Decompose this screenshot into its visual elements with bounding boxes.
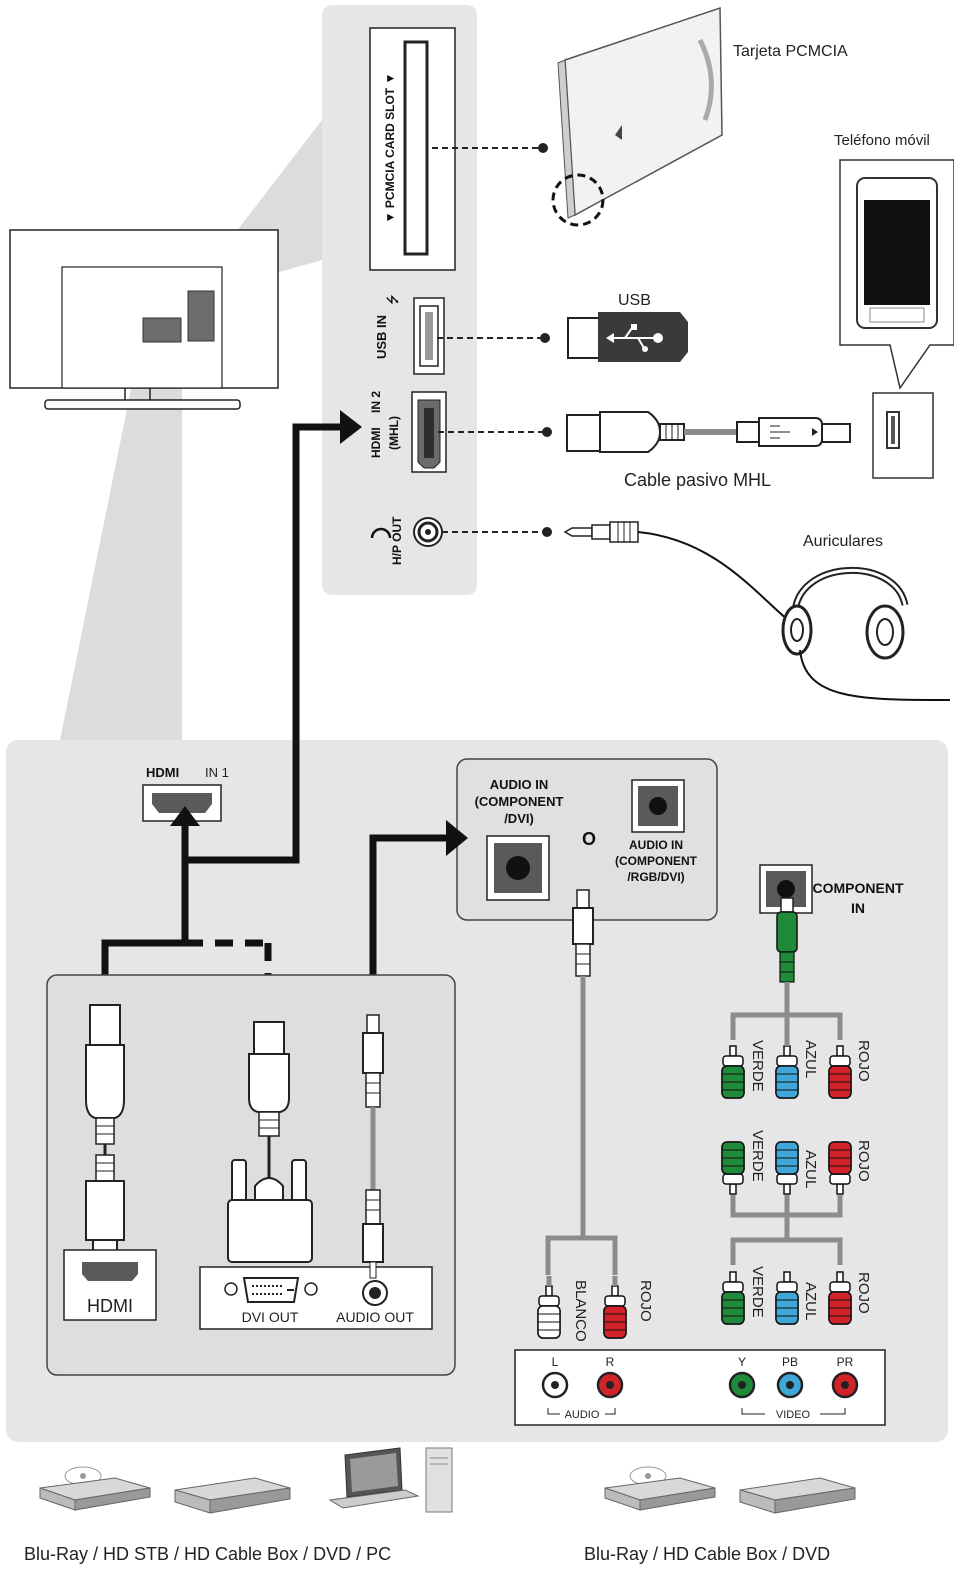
- mhl-cable-label: Cable pasivo MHL: [624, 470, 771, 490]
- hdmi-logo-2: HDMI: [369, 427, 383, 458]
- verde-label-3: VERDE: [749, 1266, 766, 1318]
- rojo-label-2: ROJO: [855, 1140, 872, 1182]
- pcmcia-card: [551, 6, 723, 227]
- dvi-audio-out-plate: DVI OUT AUDIO OUT: [199, 1266, 433, 1330]
- headphone-out-port: H/P OUT: [370, 516, 443, 565]
- video-group-label: VIDEO: [776, 1409, 811, 1421]
- hdmi-cable-plugs: [85, 1004, 125, 1263]
- mhl-label: (MHL): [387, 416, 401, 450]
- blanco-label: BLANCO: [572, 1280, 589, 1342]
- azul-label-1: AZUL: [802, 1040, 819, 1078]
- component-plugs-row1: [721, 1015, 852, 1099]
- white-rca-plug: [537, 1276, 561, 1339]
- port-L-label: L: [552, 1355, 559, 1369]
- set-top-box-icon-2: [739, 1477, 856, 1514]
- pcmcia-slot: ▼ PCMCIA CARD SLOT ▼: [369, 27, 456, 271]
- usb-in-port: USB IN ⭍: [374, 294, 445, 375]
- headphones: [781, 566, 951, 701]
- pcmcia-card-label: Tarjeta PCMCIA: [733, 43, 848, 60]
- phone-micro-usb-port: [872, 392, 934, 479]
- port-Y-label: Y: [738, 1355, 746, 1369]
- audio-in-dvi-label-3: /DVI): [504, 811, 534, 826]
- component-in-cable: [730, 897, 843, 1040]
- usb-drive: [567, 312, 688, 362]
- tv-rear-illustration: [9, 229, 279, 410]
- audio-cable-source: [362, 1014, 384, 1279]
- hdmi-out-port: HDMI: [63, 1249, 157, 1321]
- usb-in-label: USB IN: [374, 315, 389, 359]
- audio-in-dvi-label-2: (COMPONENT: [475, 794, 564, 809]
- component-in-label-1: COMPONENT: [813, 880, 904, 896]
- hdmi-in1-label: IN 1: [205, 765, 229, 780]
- red-rca-plug-audio: [603, 1276, 627, 1339]
- pcmcia-slot-label: ▼ PCMCIA CARD SLOT ▼: [383, 73, 397, 224]
- rojo-label-3: ROJO: [855, 1272, 872, 1314]
- hdmi-dvi-cable: [227, 1021, 313, 1263]
- usb-symbol-icon: ⭍: [385, 294, 400, 305]
- audio-out-label: AUDIO OUT: [336, 1309, 414, 1325]
- hdmi-logo-1: HDMI: [146, 765, 179, 780]
- azul-label-3: AZUL: [802, 1282, 819, 1320]
- set-top-box-icon-1: [174, 1477, 291, 1514]
- audio-in-rgb-label-3: /RGB/DVI): [627, 870, 684, 884]
- dvi-out-label: DVI OUT: [242, 1309, 299, 1325]
- port-R-label: R: [606, 1355, 615, 1369]
- mhl-passive-cable: [566, 411, 851, 453]
- audio-rca-cable: [545, 889, 618, 1275]
- hdmi-in2-mhl-port: HDMI IN 2 (MHL): [369, 391, 447, 473]
- verde-label-1: VERDE: [749, 1040, 766, 1092]
- hdmi-in2-label: IN 2: [369, 391, 383, 413]
- rojo-label-audio: ROJO: [637, 1280, 654, 1322]
- rojo-label-1: ROJO: [855, 1040, 872, 1082]
- laptop-icon: [328, 1447, 420, 1509]
- port-PR-label: PR: [837, 1355, 854, 1369]
- usb-label: USB: [618, 292, 651, 309]
- port-PB-label: PB: [782, 1355, 798, 1369]
- verde-label-2: VERDE: [749, 1130, 766, 1182]
- pc-tower-icon: [425, 1447, 453, 1513]
- azul-label-2: AZUL: [802, 1150, 819, 1188]
- hdmi-out-label: HDMI: [87, 1296, 133, 1316]
- audio-in-dvi-label-1: AUDIO IN: [490, 777, 549, 792]
- devices-left-caption: Blu-Ray / HD STB / HD Cable Box / DVD / …: [24, 1544, 391, 1564]
- component-plugs-row3: [721, 1271, 852, 1325]
- hdmi-in1-port: HDMI IN 1: [142, 765, 229, 822]
- mobile-phone: [839, 159, 954, 390]
- bluray-player-icon-1: [39, 1466, 151, 1511]
- component-in-label-2: IN: [851, 900, 865, 916]
- phone-label: Teléfono móvil: [834, 132, 930, 149]
- headphone-plug: [563, 521, 801, 631]
- or-label: O: [582, 829, 596, 849]
- audio-group-label: AUDIO: [565, 1409, 600, 1421]
- headphones-label: Auriculares: [803, 533, 883, 550]
- audio-in-rgb-label-1: AUDIO IN: [629, 838, 683, 852]
- hp-out-label: H/P OUT: [390, 516, 404, 565]
- devices-right-caption: Blu-Ray / HD Cable Box / DVD: [584, 1544, 830, 1564]
- audio-in-rgb-label-2: (COMPONENT: [615, 854, 698, 868]
- bluray-player-icon-2: [604, 1466, 716, 1511]
- component-out-plate: L R Y PB PR AUDIO VIDEO: [514, 1349, 886, 1426]
- component-plugs-row2: [721, 1141, 852, 1265]
- audio-in-box: AUDIO IN (COMPONENT /DVI) O AUDIO IN (CO…: [456, 758, 718, 921]
- zoom-wedge-bottom: [60, 330, 182, 740]
